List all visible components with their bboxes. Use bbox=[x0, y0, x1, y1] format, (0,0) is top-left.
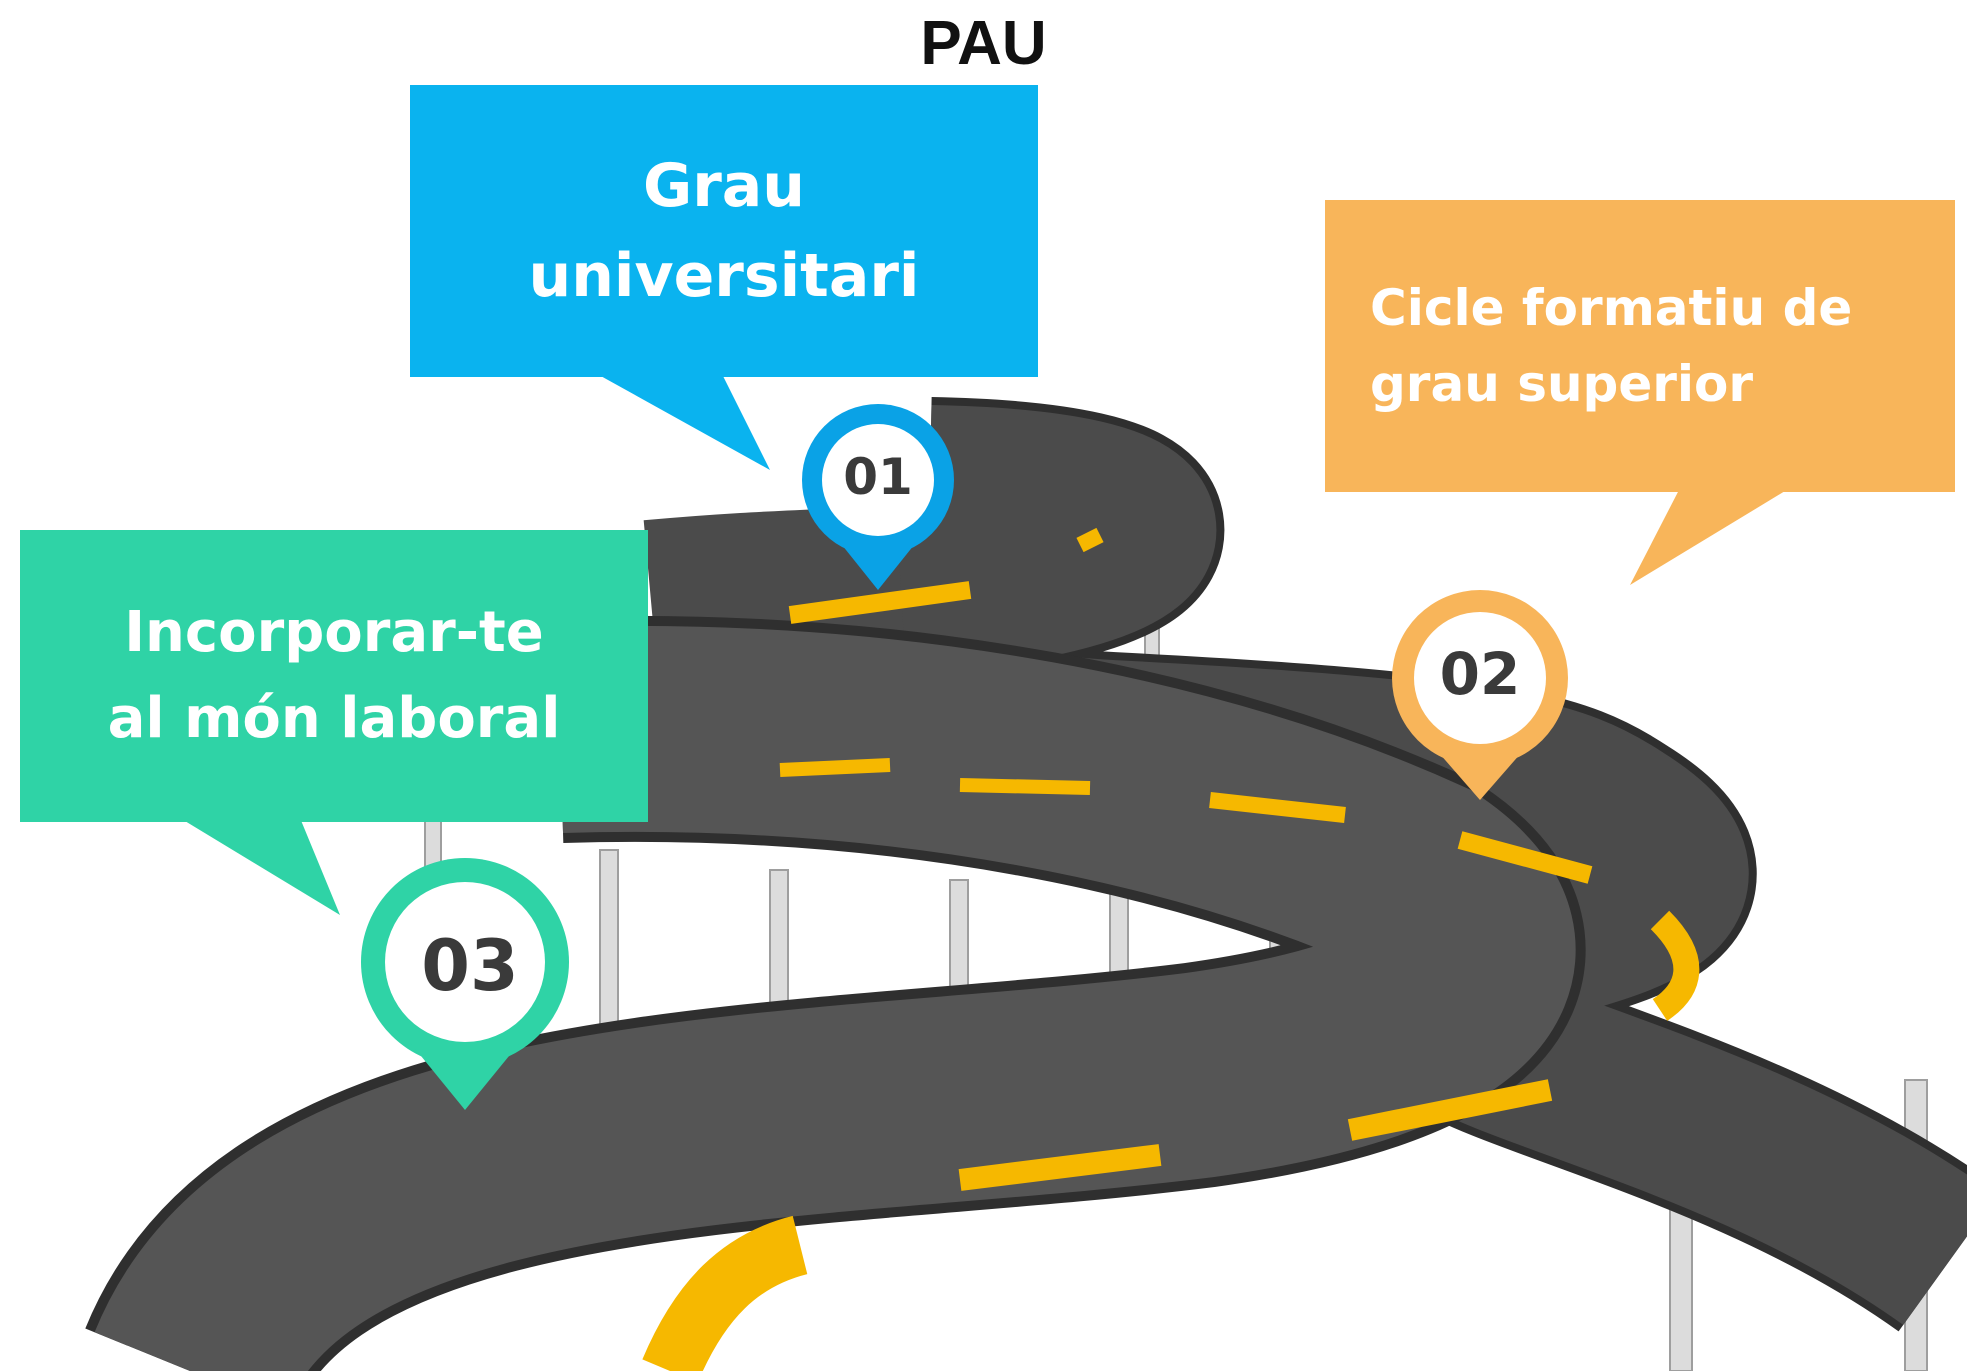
bubble-02-tail bbox=[1630, 488, 1790, 585]
step-02-line-2: grau superior bbox=[1370, 355, 1754, 413]
step-02-bubble: Cicle formatiu de grau superior bbox=[1325, 200, 1955, 492]
pin-03-number: 03 bbox=[421, 925, 519, 1007]
pin-01-number: 01 bbox=[843, 448, 913, 506]
bubble-03-tail bbox=[180, 818, 340, 915]
pin-01 bbox=[802, 404, 954, 590]
step-01-line-1: Grau bbox=[642, 151, 806, 221]
step-03-line-1: Incorporar-te bbox=[124, 600, 544, 665]
bubble-01-tail bbox=[590, 370, 770, 470]
step-01-bubble: Grau universitari bbox=[410, 85, 1038, 377]
page-title: PAU bbox=[920, 9, 1047, 78]
step-03-bubble: Incorporar-te al món laboral bbox=[20, 530, 648, 822]
step-03-line-2: al món laboral bbox=[107, 686, 561, 751]
step-02-line-1: Cicle formatiu de bbox=[1370, 279, 1853, 337]
lane-markings bbox=[642, 527, 1700, 1371]
pin-02 bbox=[1392, 590, 1568, 800]
step-01-line-2: universitari bbox=[528, 241, 920, 311]
pin-03 bbox=[361, 858, 569, 1110]
pin-02-number: 02 bbox=[1439, 640, 1521, 708]
